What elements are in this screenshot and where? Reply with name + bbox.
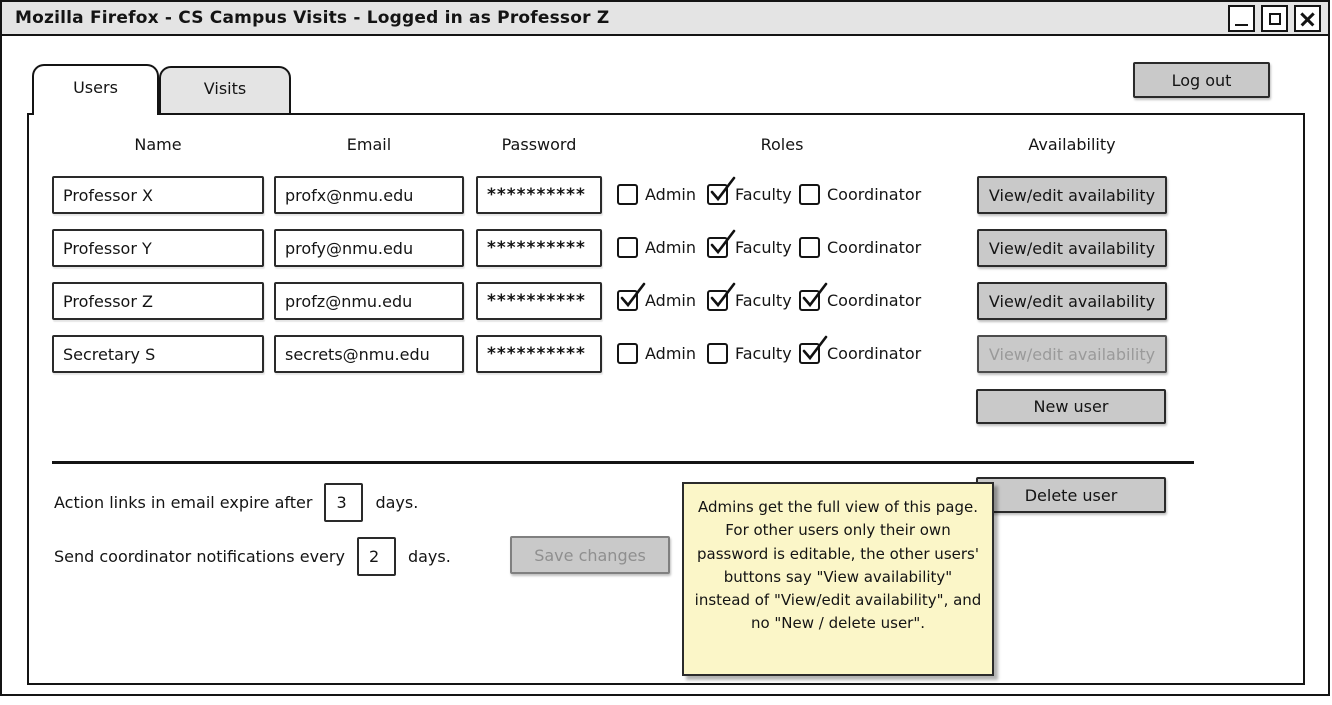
minimize-button[interactable]: [1228, 5, 1255, 32]
email-input[interactable]: [274, 176, 464, 214]
faculty-checkbox[interactable]: [707, 176, 736, 205]
faculty-checkbox-label: Faculty: [735, 344, 792, 363]
faculty-checkbox[interactable]: [707, 229, 736, 258]
admin-checkbox-label: Admin: [645, 344, 696, 363]
admin-checkbox[interactable]: [617, 184, 638, 205]
email-input[interactable]: [274, 335, 464, 373]
faculty-checkbox-label: Faculty: [735, 291, 792, 310]
admin-checkbox[interactable]: [617, 343, 638, 364]
coordinator-checkbox[interactable]: [799, 335, 828, 364]
coordinator-checkbox-label: Coordinator: [827, 344, 922, 363]
maximize-icon: [1268, 12, 1281, 25]
name-input[interactable]: [52, 335, 264, 373]
tab-visits[interactable]: Visits: [159, 66, 291, 115]
faculty-checkbox-label: Faculty: [735, 238, 792, 257]
expire-setting-label: Action links in email expire after: [54, 492, 313, 512]
window-controls: [1228, 5, 1321, 32]
users-panel: Name Email Password Roles Availability A…: [27, 113, 1305, 685]
faculty-checkbox[interactable]: [707, 343, 728, 364]
tab-users[interactable]: Users: [32, 64, 159, 115]
column-header-availability: Availability: [1028, 135, 1116, 154]
notify-setting-label: Send coordinator notifications every: [54, 546, 345, 566]
table-row: Admin Faculty Coordinator View/edit availab…: [29, 282, 1303, 320]
coordinator-checkbox[interactable]: [799, 237, 820, 258]
column-header-name: Name: [134, 135, 182, 154]
section-divider: [52, 461, 1194, 464]
coordinator-checkbox-label: Coordinator: [827, 291, 922, 310]
name-input[interactable]: [52, 176, 264, 214]
availability-button[interactable]: View/edit availability: [977, 282, 1167, 320]
admin-checkbox-label: Admin: [645, 185, 696, 204]
maximize-button[interactable]: [1261, 5, 1288, 32]
new-user-button[interactable]: New user: [976, 389, 1166, 424]
admin-checkbox-label: Admin: [645, 291, 696, 310]
coordinator-checkbox-label: Coordinator: [827, 238, 922, 257]
window-title: Mozilla Firefox - CS Campus Visits - Log…: [15, 8, 610, 28]
availability-button[interactable]: View/edit availability: [977, 335, 1167, 373]
delete-user-button[interactable]: Delete user: [976, 477, 1166, 513]
column-header-password: Password: [501, 135, 577, 154]
notify-setting-row: Send coordinator notifications every day…: [54, 536, 451, 576]
email-input[interactable]: [274, 229, 464, 267]
availability-button[interactable]: View/edit availability: [977, 229, 1167, 267]
name-input[interactable]: [52, 229, 264, 267]
admin-checkbox[interactable]: [617, 237, 638, 258]
email-input[interactable]: [274, 282, 464, 320]
expire-setting-row: Action links in email expire after days.: [54, 482, 418, 522]
annotation-note: Admins get the full view of this page. F…: [682, 482, 994, 676]
faculty-checkbox-label: Faculty: [735, 185, 792, 204]
password-input[interactable]: [476, 335, 602, 373]
admin-checkbox[interactable]: [617, 282, 646, 311]
expire-days-input[interactable]: [324, 482, 364, 522]
password-input[interactable]: [476, 229, 602, 267]
coordinator-checkbox[interactable]: [799, 184, 820, 205]
table-row: Admin Faculty Coordinator View/edit availab…: [29, 335, 1303, 373]
password-input[interactable]: [476, 282, 602, 320]
notify-setting-suffix: days.: [407, 546, 451, 566]
column-header-roles: Roles: [760, 135, 804, 154]
column-header-email: Email: [346, 135, 392, 154]
titlebar: Mozilla Firefox - CS Campus Visits - Log…: [2, 2, 1328, 36]
table-row: Admin Faculty Coordinator View/edit availab…: [29, 176, 1303, 214]
faculty-checkbox[interactable]: [707, 282, 736, 311]
coordinator-checkbox-label: Coordinator: [827, 185, 922, 204]
password-input[interactable]: [476, 176, 602, 214]
name-input[interactable]: [52, 282, 264, 320]
notify-days-input[interactable]: [356, 536, 396, 576]
minimize-icon: [1235, 23, 1248, 26]
admin-checkbox-label: Admin: [645, 238, 696, 257]
coordinator-checkbox[interactable]: [799, 282, 828, 311]
save-changes-button[interactable]: Save changes: [510, 536, 670, 574]
close-button[interactable]: [1294, 5, 1321, 32]
logout-button[interactable]: Log out: [1133, 62, 1270, 98]
expire-setting-suffix: days.: [375, 492, 419, 512]
table-row: Admin Faculty Coordinator View/edit availab…: [29, 229, 1303, 267]
availability-button[interactable]: View/edit availability: [977, 176, 1167, 214]
